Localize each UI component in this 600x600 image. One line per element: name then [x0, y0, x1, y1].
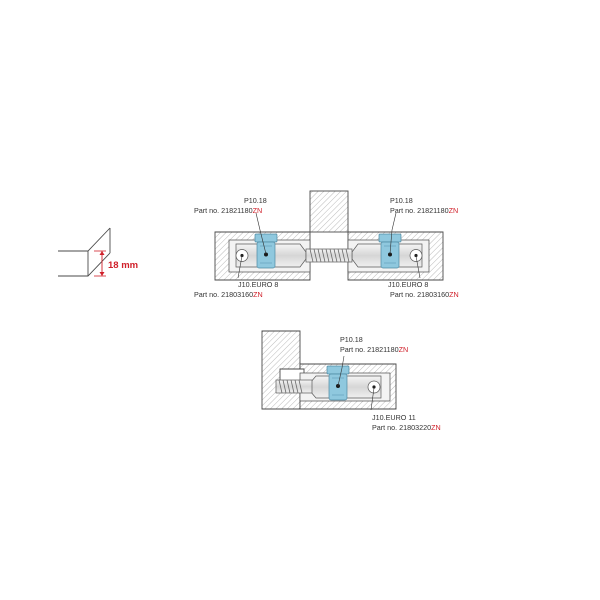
bottom-vertical-panel	[261, 330, 301, 410]
board-thickness-icon	[58, 227, 111, 277]
bottom-connector-name: J10.EURO 11	[372, 413, 416, 422]
top-left-fitting-name: P10.18	[244, 196, 267, 205]
bottom-fitting-name: P10.18	[340, 335, 363, 344]
bottom-threaded-bolt	[275, 379, 313, 394]
bottom-fitting-part: Part no. 21821180ZN	[340, 345, 408, 354]
top-right-connector-name: J10.EURO 8	[388, 280, 428, 289]
vertical-panel	[309, 190, 349, 233]
top-right-fitting-part: Part no. 21821180ZN	[390, 206, 458, 215]
top-right-connector-part: Part no. 21803160ZN	[390, 290, 459, 299]
top-assembly	[214, 190, 444, 281]
top-left-connector-name: J10.EURO 8	[238, 280, 278, 289]
top-left-connector-part: Part no. 21803160ZN	[194, 290, 263, 299]
thickness-label: 18 mm	[108, 260, 138, 271]
top-left-fitting-part: Part no. 21821180ZN	[194, 206, 262, 215]
threaded-bolt	[305, 248, 353, 263]
bottom-connector-part: Part no. 21803220ZN	[372, 423, 441, 432]
top-right-fitting-name: P10.18	[390, 196, 413, 205]
left-fitting	[254, 233, 278, 269]
bottom-fitting	[326, 365, 350, 401]
bottom-assembly	[261, 330, 397, 411]
right-fitting	[378, 233, 402, 269]
